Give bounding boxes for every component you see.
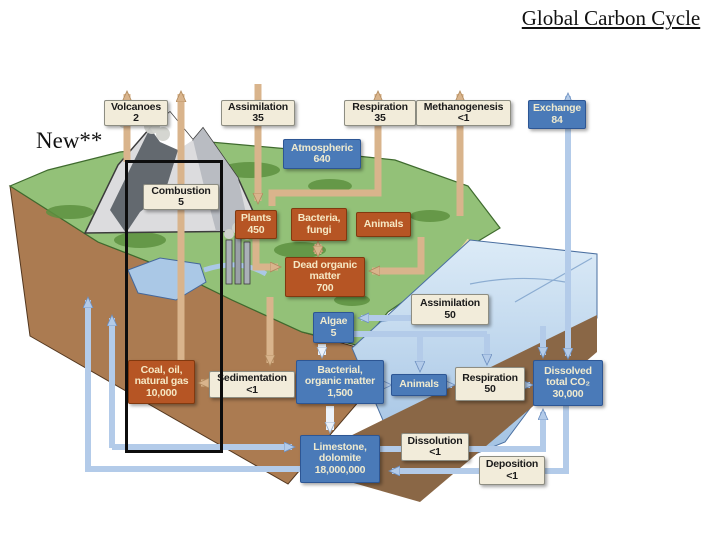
box-value: <1	[506, 469, 518, 482]
box-bacterial-organic-matter: Bacterial, organic matter 1,500	[296, 360, 384, 404]
box-value: 5	[178, 196, 184, 208]
box-label: Dissolved	[544, 365, 592, 377]
box-label: Assimilation	[227, 100, 289, 113]
box-animals-sea: Animals	[391, 374, 447, 396]
box-label: Methanogenesis	[423, 100, 504, 113]
box-label: fungi	[306, 223, 332, 236]
respiration-air-arrow	[268, 94, 378, 206]
box-value: 35	[374, 112, 386, 124]
box-label: Plants	[240, 212, 272, 225]
box-respiration-air: Respiration 35	[344, 100, 416, 126]
box-label: Respiration	[462, 371, 518, 384]
box-plants: Plants 450	[235, 210, 277, 239]
box-combustion: Combustion 5	[143, 184, 219, 210]
animals-to-dead-arrow	[372, 237, 425, 271]
box-methanogenesis: Methanogenesis <1	[416, 100, 511, 126]
box-label: natural gas	[134, 375, 189, 388]
uplift-outer-arrow	[88, 300, 300, 472]
box-assimilation-air: Assimilation 35	[221, 100, 295, 126]
box-respiration-sea: Respiration 50	[455, 367, 525, 401]
box-exchange: Exchange 84	[528, 100, 586, 129]
plants-to-dead-arrow	[252, 239, 278, 267]
box-label: organic matter	[304, 375, 376, 388]
box-label: Exchange	[532, 102, 581, 115]
box-label: Dead organic	[292, 259, 358, 271]
box-label: Atmospheric	[291, 141, 353, 154]
box-label: Dissolution	[407, 434, 463, 447]
box-dead-organic-matter: Dead organic matter 700	[285, 257, 365, 297]
box-value: 10,000	[146, 386, 177, 399]
box-coal-oil-gas: Coal, oil, natural gas 10,000	[128, 360, 195, 404]
box-value: 50	[444, 308, 456, 321]
box-label: Animals	[363, 217, 404, 230]
box-atmospheric: Atmospheric 640	[283, 139, 361, 169]
box-label: Bacteria,	[297, 212, 341, 225]
box-bacteria-fungi: Bacteria, fungi	[291, 208, 347, 241]
box-label: dolomite	[318, 452, 362, 465]
box-label: matter	[309, 270, 341, 283]
box-value: 5	[330, 326, 337, 339]
box-label: total CO₂	[546, 376, 590, 389]
box-label: Combustion	[151, 184, 211, 197]
box-value: 640	[313, 153, 331, 165]
box-label: Respiration	[352, 100, 408, 113]
box-label: Animals	[399, 378, 439, 391]
box-deposition: Deposition <1	[479, 456, 545, 485]
box-label: Coal, oil,	[140, 364, 183, 376]
box-value: <1	[246, 383, 258, 396]
box-sedimentation: Sedimentation <1	[209, 371, 295, 398]
box-label: Deposition	[485, 458, 539, 471]
white-flux-arrows	[322, 344, 330, 430]
box-label: Volcanoes	[111, 100, 161, 113]
slide-title: Global Carbon Cycle	[521, 6, 701, 30]
box-value: <1	[429, 446, 441, 458]
box-value: 30,000	[552, 387, 584, 400]
box-label: Limestone,	[313, 441, 367, 453]
box-label: Sedimentation	[217, 372, 287, 385]
box-value: 84	[551, 113, 563, 126]
box-value: 50	[484, 383, 496, 395]
lake-graphic	[127, 257, 207, 301]
new-annotation: New**	[36, 128, 103, 153]
box-value: 700	[316, 281, 334, 294]
box-dissolution: Dissolution <1	[401, 433, 469, 461]
box-animals-land: Animals	[356, 212, 411, 237]
box-value: 1,500	[327, 386, 353, 399]
box-algae: Algae 5	[313, 312, 354, 343]
deposition-arrow	[392, 406, 569, 471]
box-value: <1	[457, 112, 470, 124]
box-volcanoes: Volcanoes 2	[104, 100, 168, 126]
box-label: Assimilation	[419, 297, 481, 310]
box-label: Algae	[319, 315, 348, 328]
highlight-rectangle	[125, 160, 223, 453]
box-value: 18,000,000	[314, 463, 366, 476]
box-limestone: Limestone, dolomite 18,000,000	[300, 435, 380, 483]
box-value: 35	[252, 112, 264, 124]
box-label: Bacterial,	[317, 364, 363, 376]
box-value: 450	[247, 223, 265, 236]
box-value: 2	[133, 112, 139, 124]
box-assimilation-sea: Assimilation 50	[411, 294, 489, 325]
box-dissolved-co2: Dissolved total CO₂ 30,000	[533, 360, 603, 406]
